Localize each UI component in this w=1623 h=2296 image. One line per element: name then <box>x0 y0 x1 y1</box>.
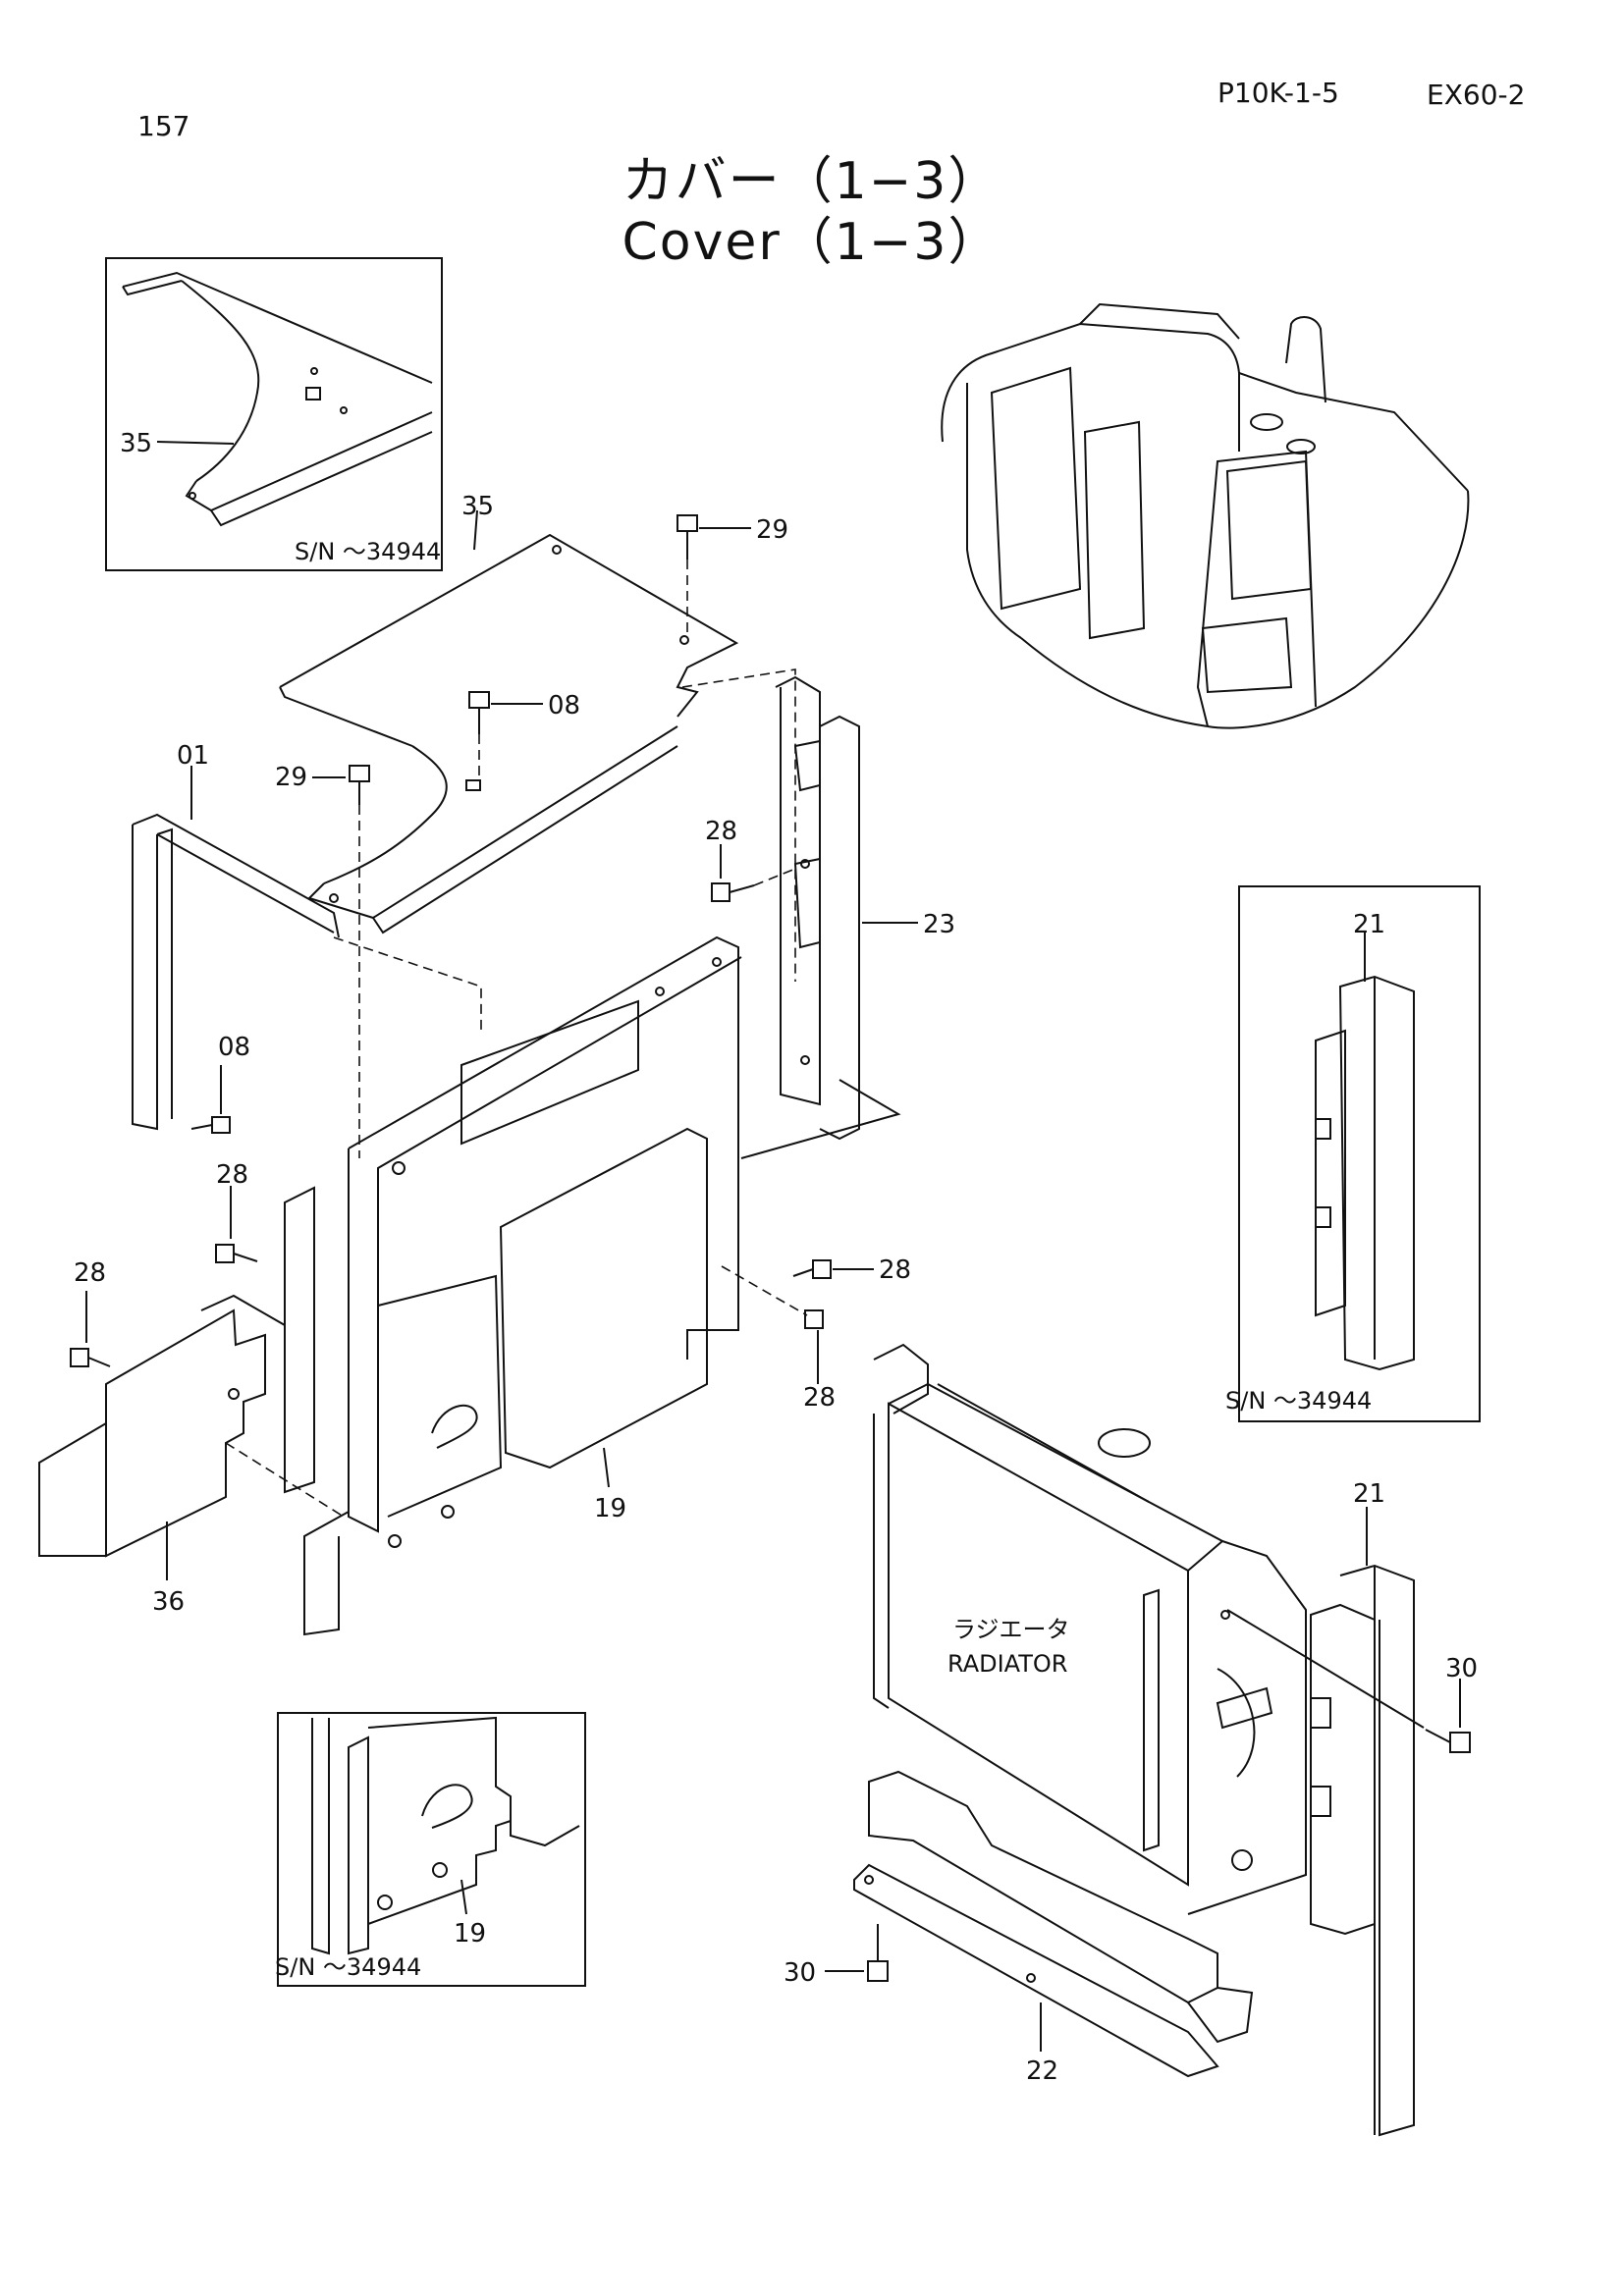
bolt-08-top: 08 <box>468 691 580 780</box>
part-36-guard: 36 <box>38 1294 345 1617</box>
part-35-plate: 35 <box>279 492 739 934</box>
bolt-30-bottom: 30 <box>784 1924 889 1988</box>
callout-35: 35 <box>461 492 494 521</box>
radiator-label-en: RADIATOR <box>947 1650 1067 1678</box>
part-22-rail: 22 <box>853 1770 1254 2086</box>
callout-21: 21 <box>1353 1479 1385 1509</box>
callout-21-inset: 21 <box>1353 910 1385 939</box>
callout-23: 23 <box>923 910 955 939</box>
callout-19-inset: 19 <box>454 1919 486 1949</box>
callout-28-a: 28 <box>705 817 737 846</box>
callout-29-b: 29 <box>275 763 307 792</box>
inset-right: 21 S/N ～34944 <box>1225 885 1481 1422</box>
callout-30-a: 30 <box>1445 1654 1478 1683</box>
bolt-29-left: 29 <box>275 763 370 1158</box>
bolt-28-d: 28 <box>792 1255 911 1285</box>
bolt-28-e: 28 <box>721 1265 836 1413</box>
inset-bottom: 19 S/N ～34944 <box>275 1712 586 1987</box>
radiator: ラジエータ RADIATOR <box>873 1343 1307 1915</box>
inset-top-left: 35 S/N ～34944 <box>105 257 443 571</box>
bolt-28-b: 28 <box>215 1160 258 1263</box>
page-number: 157 <box>137 110 190 142</box>
title-jp: カバー（1−3） <box>622 152 1001 211</box>
ref-code: P10K-1-5 <box>1217 77 1339 109</box>
bolt-29-top: 29 <box>676 514 788 638</box>
excavator-overview <box>941 302 1470 729</box>
callout-36: 36 <box>152 1587 185 1617</box>
bolt-08-left: 08 <box>190 1033 250 1134</box>
bolt-30-right: 30 <box>1226 1609 1478 1753</box>
callout-22: 22 <box>1026 2056 1058 2086</box>
callout-28-c: 28 <box>74 1258 106 1288</box>
model-name: EX60-2 <box>1427 79 1526 111</box>
radiator-label-jp: ラジエータ <box>952 1616 1070 1643</box>
callout-08-a: 08 <box>548 691 580 721</box>
part-21-guard: 21 <box>1310 1479 1415 2137</box>
callout-28-d: 28 <box>879 1255 911 1285</box>
bolt-28-a: 28 <box>705 817 796 902</box>
bolt-28-c: 28 <box>70 1258 111 1367</box>
part-01-frame: 01 <box>132 741 482 1131</box>
callout-19: 19 <box>594 1494 626 1523</box>
inset-right-sn: S/N ～34944 <box>1225 1387 1372 1415</box>
part-19-cover-panel: 19 <box>284 935 742 1636</box>
callout-29-a: 29 <box>756 515 788 545</box>
callout-08-b: 08 <box>218 1033 250 1062</box>
callout-30-b: 30 <box>784 1958 816 1988</box>
callout-28-b: 28 <box>216 1160 248 1190</box>
callout-28-e: 28 <box>803 1383 836 1413</box>
part-23-bracket: 23 <box>681 668 955 1159</box>
inset-bottom-sn: S/N ～34944 <box>275 1953 421 1981</box>
inset-top-left-sn: S/N ～34944 <box>295 538 441 565</box>
callout-35-inset: 35 <box>120 429 152 458</box>
callout-01: 01 <box>177 741 209 771</box>
title-en: Cover（1−3） <box>622 213 1001 272</box>
